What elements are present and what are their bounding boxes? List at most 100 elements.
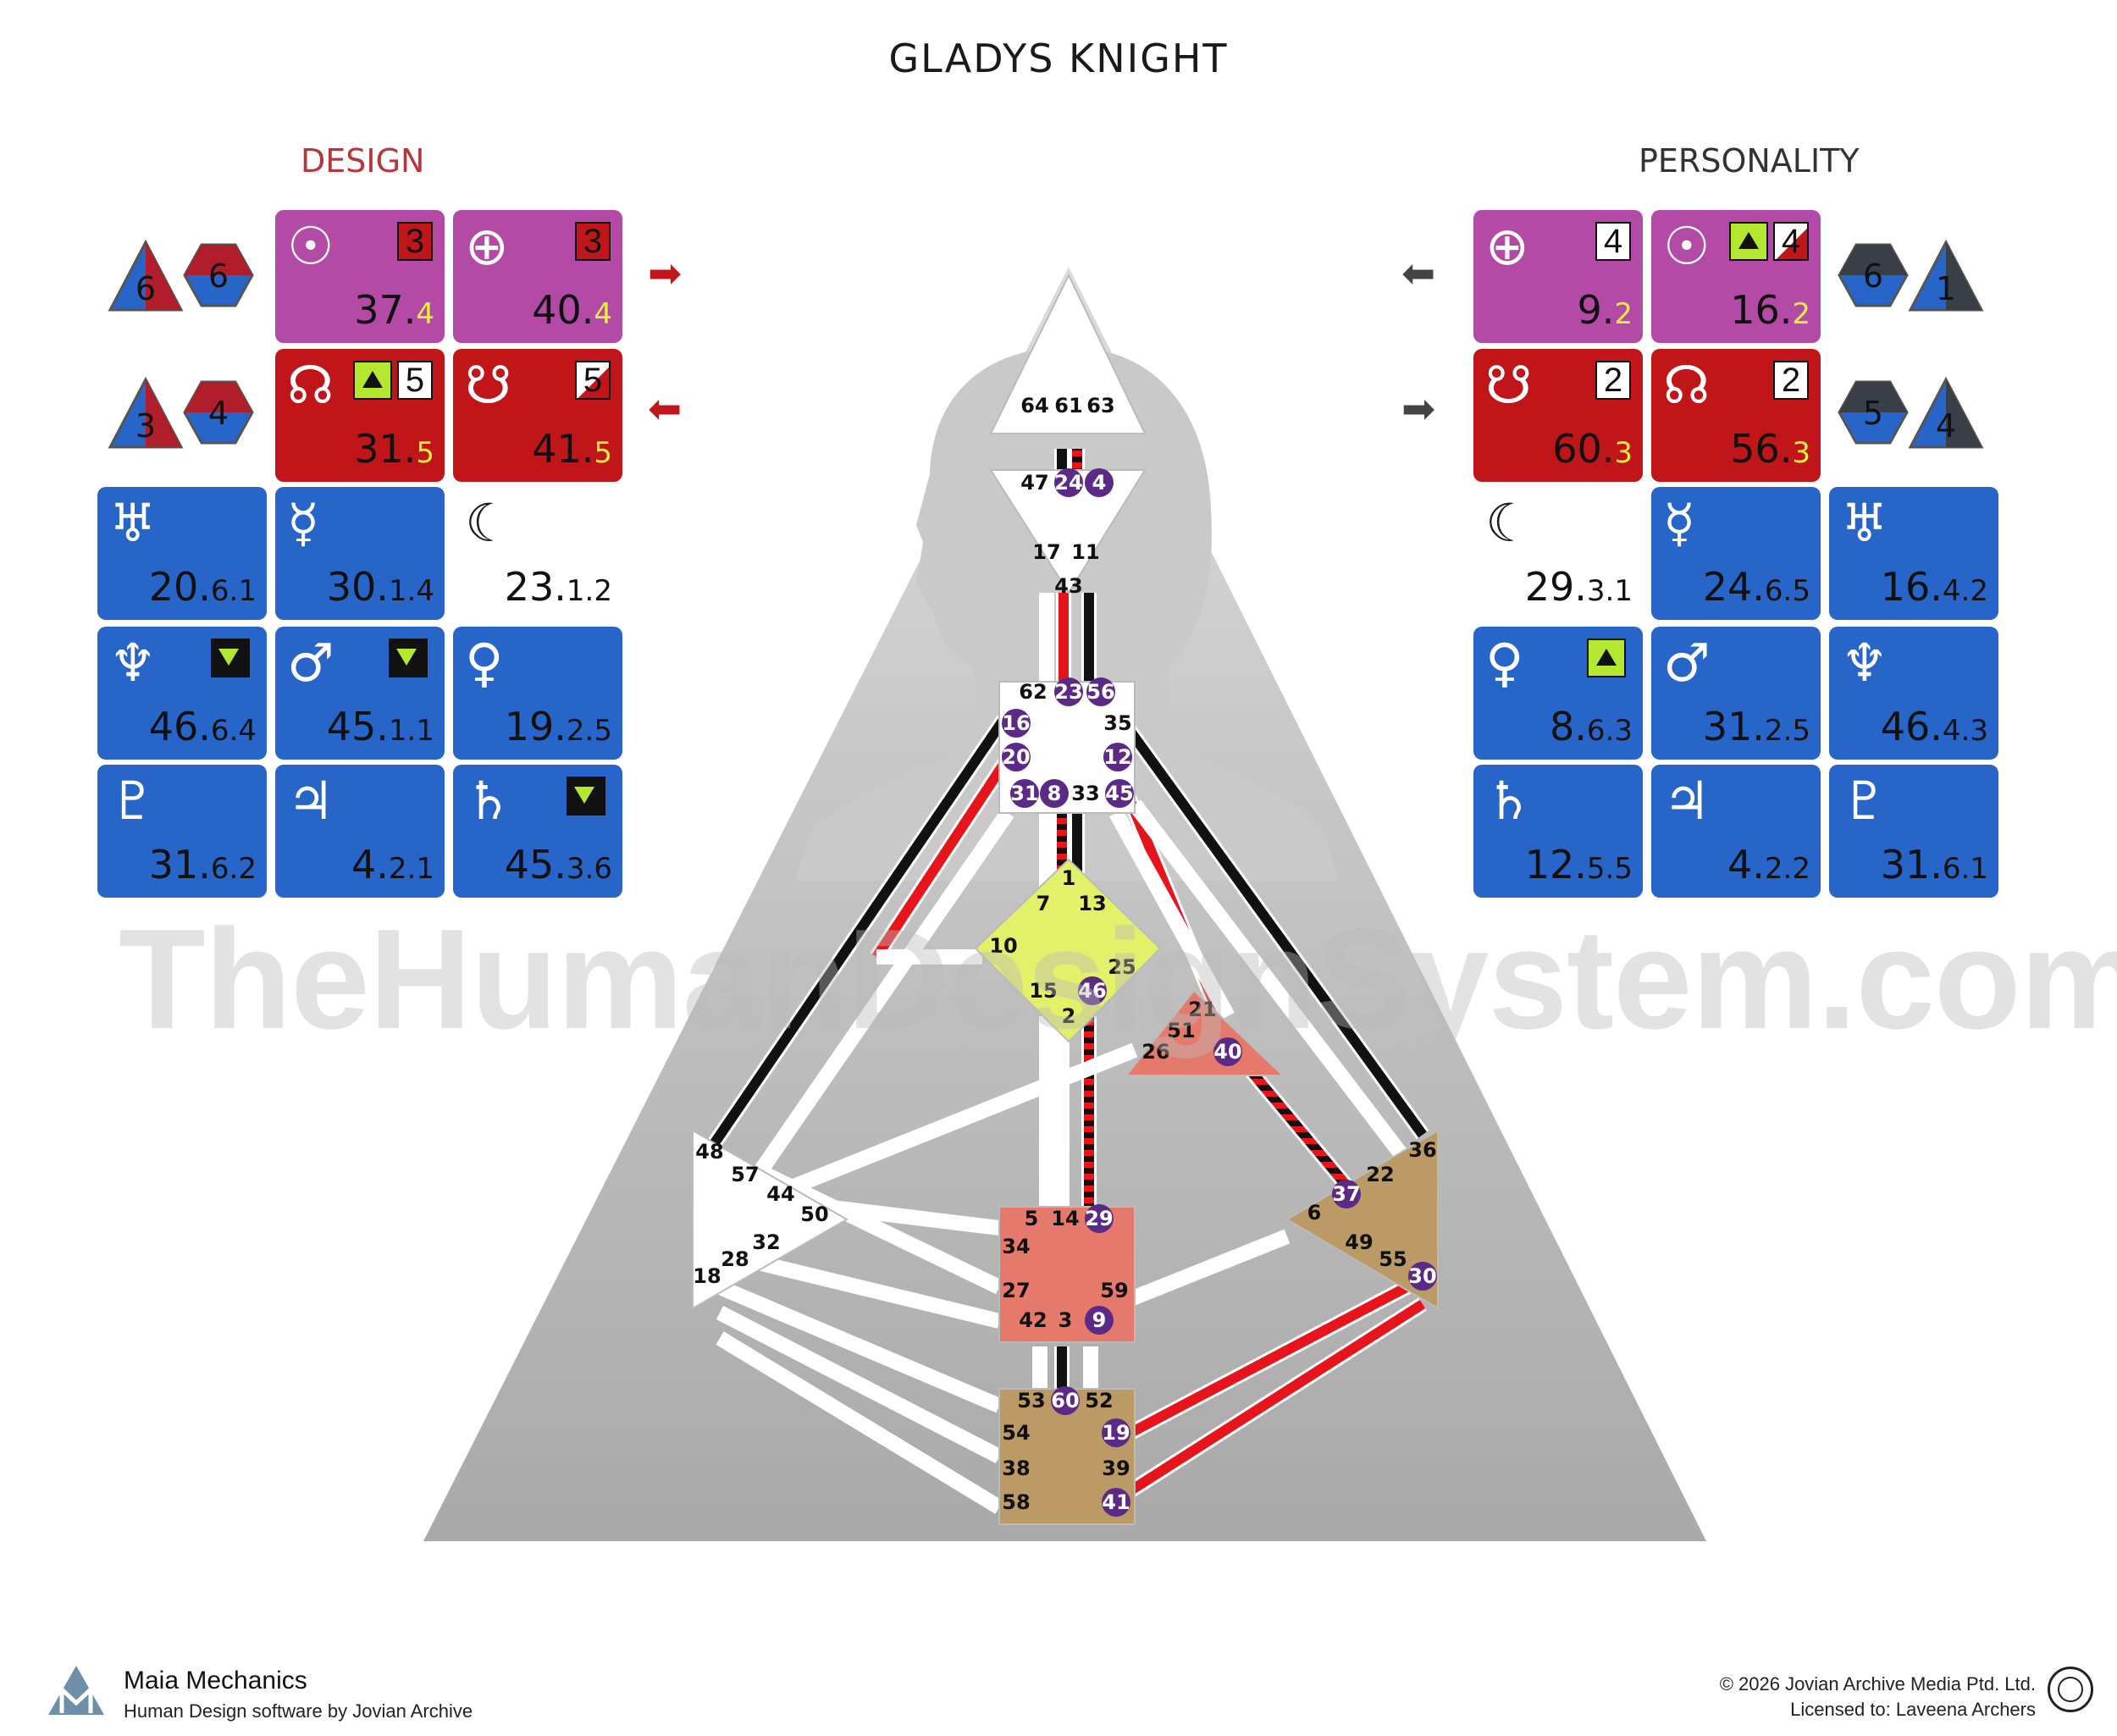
- sun-icon: ☉: [1663, 215, 1711, 277]
- gate-36: 36: [1408, 1138, 1436, 1162]
- gate-15: 15: [1029, 979, 1057, 1003]
- design-saturn-tile: ♄45.3.6: [453, 765, 622, 898]
- gate-62: 62: [1019, 680, 1047, 704]
- gate-60: 60: [1051, 1386, 1080, 1415]
- gate-number: 4.: [1727, 842, 1765, 887]
- svg-text:41: 41: [1102, 1490, 1130, 1514]
- activation-value: 46.4.3: [1881, 704, 1988, 749]
- gate-21: 21: [1188, 998, 1216, 1021]
- ego-center: [1124, 989, 1285, 1076]
- design-node-hexagon: 4: [183, 380, 254, 445]
- svg-text:5: 5: [1025, 1207, 1039, 1230]
- personality-uranus-tile: ♅16.4.2: [1829, 487, 1998, 620]
- gate-45: 45: [1105, 779, 1134, 808]
- line-number: 3.6: [566, 852, 612, 886]
- channel-19: [1109, 809, 1235, 1020]
- copyright: © 2026 Jovian Archive Media Ptd. Ltd.: [1719, 1673, 2036, 1695]
- design-jupiter-tile: ♃4.2.1: [275, 765, 445, 898]
- gate-63: 63: [1086, 394, 1114, 417]
- personality-top-arrow-icon: ⬅: [1401, 252, 1436, 296]
- design-mars-tile: ♂45.1.1: [275, 627, 445, 760]
- svg-text:27: 27: [1002, 1279, 1030, 1302]
- svg-text:39: 39: [1102, 1457, 1130, 1480]
- svg-text:22: 22: [1366, 1163, 1394, 1186]
- mini-label: 1: [1936, 270, 1956, 307]
- gate-37: 37: [1332, 1180, 1361, 1208]
- gate-47: 47: [1020, 471, 1048, 495]
- svg-text:42: 42: [1019, 1308, 1047, 1332]
- channel-30: [1114, 1229, 1291, 1312]
- svg-text:35: 35: [1103, 711, 1131, 735]
- detriment-arrow-icon: [389, 639, 428, 677]
- gate-12: 12: [1103, 743, 1132, 771]
- venus-icon: ♀: [1485, 632, 1524, 694]
- personality-pluto-tile: ♇31.6.1: [1829, 765, 1998, 898]
- color-box: 2: [1773, 361, 1809, 400]
- mini-label: 4: [208, 395, 229, 432]
- mini-label: 5: [1863, 395, 1883, 432]
- mini-label: 6: [208, 257, 229, 295]
- personality-moon-tile: ☾29.3.1: [1473, 487, 1643, 620]
- gate-53: 53: [1017, 1389, 1045, 1413]
- gate-20: 20: [1002, 743, 1031, 771]
- svg-text:51: 51: [1167, 1019, 1195, 1042]
- mini-label: 3: [135, 407, 156, 445]
- svg-text:8: 8: [1047, 782, 1062, 805]
- svg-text:60: 60: [1051, 1389, 1079, 1413]
- svg-text:12: 12: [1103, 745, 1131, 769]
- svg-text:18: 18: [693, 1264, 721, 1288]
- gate-11: 11: [1071, 540, 1099, 564]
- neptune-icon: ♆: [1841, 632, 1888, 694]
- gate-10: 10: [989, 934, 1017, 958]
- color-box: 4: [1595, 222, 1631, 261]
- gate-24: 24: [1054, 468, 1083, 497]
- line-number: 3: [1792, 436, 1810, 470]
- gate-32: 32: [752, 1230, 780, 1254]
- activation-value: 30.1.4: [327, 564, 434, 610]
- gate-14: 14: [1051, 1207, 1079, 1230]
- personality-node-hexagon: 5: [1838, 380, 1909, 445]
- personality-mercury-tile: ☿24.6.5: [1651, 487, 1821, 620]
- design-heading: DESIGN: [301, 142, 425, 180]
- svg-text:62: 62: [1019, 680, 1047, 704]
- gate-30: 30: [1408, 1262, 1437, 1291]
- license: Licensed to: Laveena Archers: [1790, 1699, 2036, 1720]
- gate-44: 44: [766, 1182, 794, 1206]
- line-number: 6.1: [1942, 852, 1988, 886]
- line-number: 5: [594, 436, 612, 470]
- line-number: 1.1: [388, 714, 434, 748]
- head-center: [989, 273, 1147, 434]
- line-number: 6.3: [1586, 714, 1633, 748]
- svg-text:33: 33: [1071, 782, 1099, 805]
- svg-text:3: 3: [1058, 1308, 1073, 1332]
- gate-6: 6: [1307, 1201, 1322, 1225]
- gate-51: 51: [1167, 1019, 1195, 1042]
- design-venus-tile: ♀19.2.5: [453, 627, 622, 760]
- north-node-icon: ☊: [287, 354, 334, 416]
- design-moon-tile: ☾23.1.2: [453, 487, 622, 620]
- line-number: 3.1: [1586, 574, 1633, 608]
- svg-text:36: 36: [1408, 1138, 1436, 1162]
- svg-text:7: 7: [1036, 892, 1051, 915]
- line-number: 2.2: [1764, 852, 1810, 886]
- activation-value: 31.5: [354, 426, 434, 472]
- gate-48: 48: [695, 1140, 723, 1164]
- throat-center: [998, 681, 1136, 814]
- root-center: [998, 1388, 1136, 1525]
- activation-value: 40.4: [532, 287, 612, 333]
- pluto-icon: ♇: [1841, 770, 1888, 832]
- activation-value: 56.3: [1730, 426, 1810, 472]
- sun-icon: ☉: [287, 215, 334, 277]
- line-number: 5.5: [1586, 852, 1633, 886]
- svg-text:55: 55: [1379, 1247, 1407, 1271]
- brand-subtitle: Human Design software by Jovian Archive: [124, 1700, 473, 1722]
- activation-value: 16.4.2: [1881, 564, 1988, 610]
- svg-text:48: 48: [695, 1140, 723, 1164]
- chart-title: GLADYS KNIGHT: [888, 36, 1229, 81]
- uranus-icon: ♅: [109, 492, 157, 554]
